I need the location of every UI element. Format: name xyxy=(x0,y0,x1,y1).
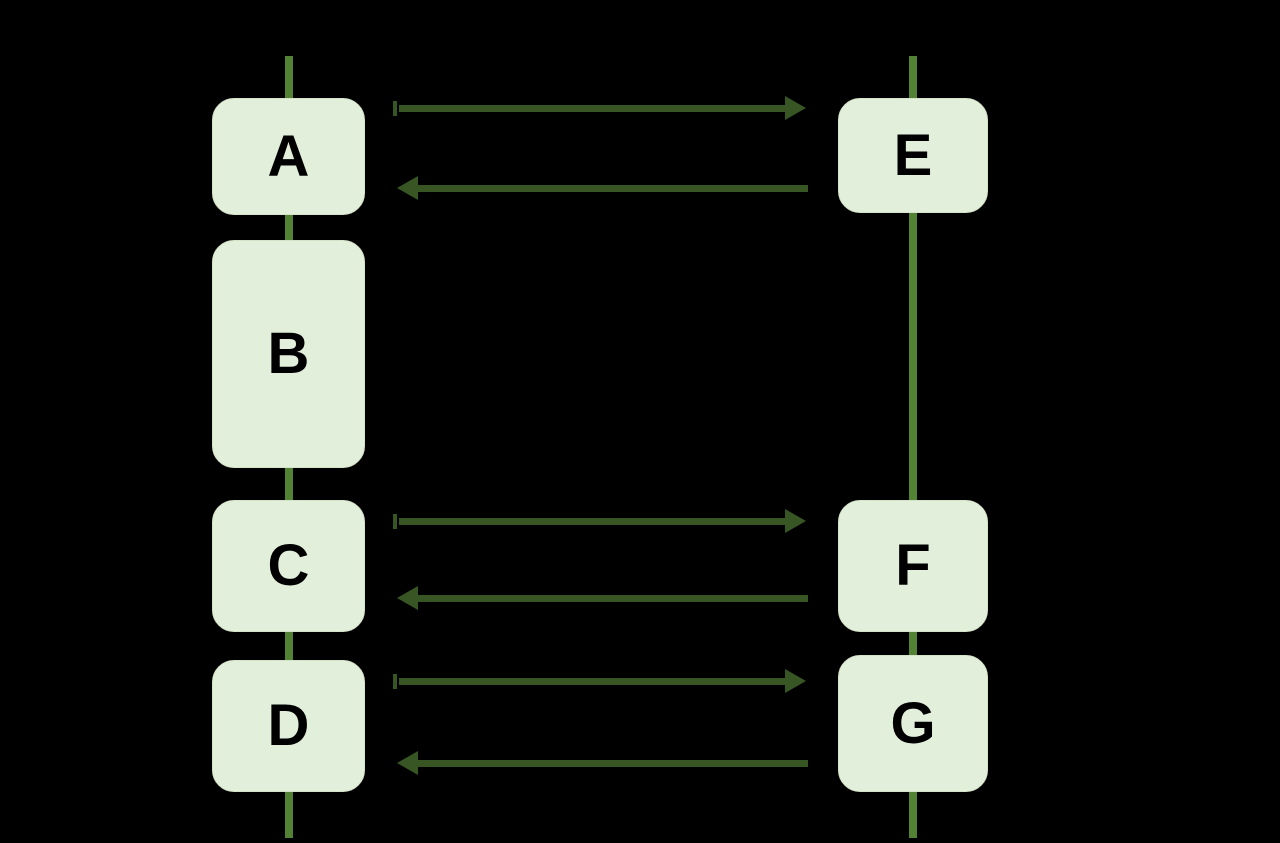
arrow-tail-cap xyxy=(393,513,397,529)
arrow-shaft xyxy=(399,104,785,112)
node-b-label: B xyxy=(267,321,310,386)
node-c-label: C xyxy=(267,533,310,598)
arrow-shaft xyxy=(418,594,808,602)
arrow-shaft xyxy=(418,184,808,192)
arrowhead-left-icon xyxy=(397,176,418,200)
node-b: B xyxy=(212,240,365,468)
arrowhead-right-icon xyxy=(785,509,806,533)
arrowhead-left-icon xyxy=(397,751,418,775)
node-f: F xyxy=(838,500,988,632)
node-a: A xyxy=(212,98,365,215)
arrow-e-to-a xyxy=(397,176,808,200)
node-f-label: F xyxy=(895,533,931,598)
arrow-a-to-e xyxy=(393,96,806,120)
node-c: C xyxy=(212,500,365,632)
arrowhead-right-icon xyxy=(785,669,806,693)
arrow-shaft xyxy=(399,517,785,525)
arrowhead-right-icon xyxy=(785,96,806,120)
arrow-tail-cap xyxy=(393,673,397,689)
arrow-g-to-d xyxy=(397,751,808,775)
node-e: E xyxy=(838,98,988,213)
node-g-label: G xyxy=(890,690,936,756)
node-e-label: E xyxy=(893,122,933,188)
arrow-tail-cap xyxy=(393,100,397,116)
arrowhead-left-icon xyxy=(397,586,418,610)
lifeline-right xyxy=(909,56,917,838)
arrow-shaft xyxy=(399,677,785,685)
arrow-c-to-f xyxy=(393,509,806,533)
arrow-shaft xyxy=(418,759,808,767)
arrow-f-to-c xyxy=(397,586,808,610)
node-d: D xyxy=(212,660,365,792)
node-g: G xyxy=(838,655,988,792)
node-d-label: D xyxy=(267,693,310,758)
arrow-d-to-g xyxy=(393,669,806,693)
node-a-label: A xyxy=(267,123,310,189)
